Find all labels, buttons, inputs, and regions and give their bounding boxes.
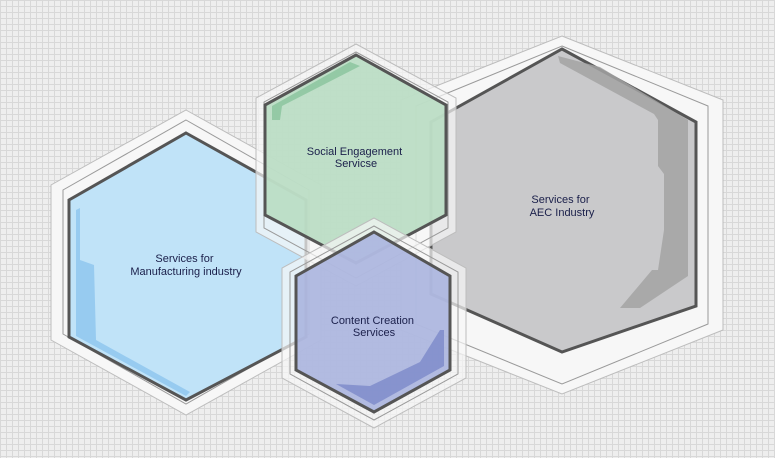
hexagon-content[interactable] xyxy=(281,217,467,429)
label-content: Content Creation Services xyxy=(331,315,417,339)
label-social: Social Engagement Servicse xyxy=(307,146,405,170)
aec-accent-shape xyxy=(558,56,688,308)
hexagon-aec[interactable] xyxy=(400,35,724,395)
content-accent-shape xyxy=(336,330,444,405)
label-manufacturing: Services for Manufacturing industry xyxy=(130,253,242,278)
social-accent-shape xyxy=(272,62,360,120)
label-aec: Services for AEC Industry xyxy=(530,194,595,219)
hexagon-manufacturing[interactable] xyxy=(50,109,322,416)
manufacturing-accent-shape xyxy=(76,208,190,396)
hexagon-social[interactable] xyxy=(255,43,457,287)
content-inner-frame xyxy=(289,225,459,421)
